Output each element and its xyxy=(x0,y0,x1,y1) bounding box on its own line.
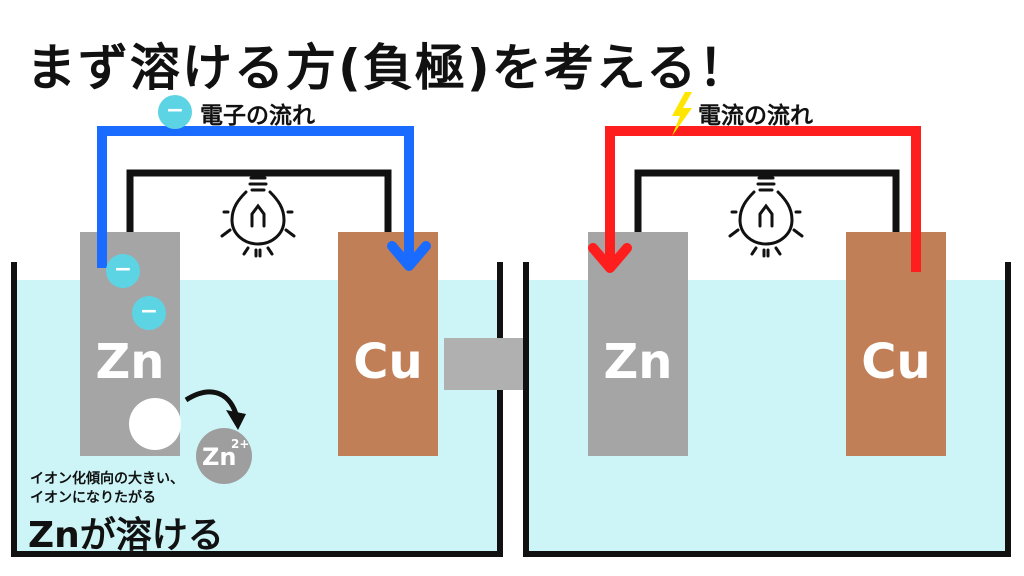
current-flow-arrowhead xyxy=(588,243,632,273)
current-flow-label: 電流の流れ xyxy=(698,103,813,129)
left-wire xyxy=(126,169,392,232)
electron-icon: − xyxy=(106,254,140,288)
page-title: まず溶ける方(負極)を考える！ xyxy=(26,39,751,97)
left-copper-electrode xyxy=(338,232,438,456)
copper-label: Cu xyxy=(861,334,931,390)
zinc-ion-charge: 2+ xyxy=(231,437,250,451)
curved-arrow-head xyxy=(226,410,246,430)
electron-flow-label: 電子の流れ xyxy=(200,103,315,129)
current-flow-line xyxy=(605,126,921,272)
electron-flow-line xyxy=(97,126,414,268)
right-wire xyxy=(634,169,900,232)
light-bulb-icon xyxy=(220,170,296,258)
note-line-1: イオン化傾向の大きい、 xyxy=(30,471,184,487)
electron-icon: − xyxy=(158,95,192,129)
electron-flow-arrowhead xyxy=(387,241,431,271)
zinc-ion: Zn 2+ xyxy=(196,428,252,484)
right-copper-electrode xyxy=(846,232,946,456)
zinc-ion-symbol: Zn xyxy=(202,443,237,471)
lightning-icon xyxy=(672,92,692,136)
zinc-label: Zn xyxy=(95,334,165,390)
light-bulb-icon xyxy=(728,170,804,258)
curved-arrow-icon xyxy=(184,389,239,415)
zinc-atom-leaving xyxy=(129,398,181,450)
note-line-2: イオンになりたがる xyxy=(30,490,156,506)
zinc-dissolves-label: Znが溶ける xyxy=(28,515,224,556)
copper-label: Cu xyxy=(353,334,423,390)
right-beaker xyxy=(523,262,1011,557)
zinc-label: Zn xyxy=(603,334,673,390)
left-beaker xyxy=(11,262,503,557)
electron-icon: − xyxy=(132,296,166,330)
